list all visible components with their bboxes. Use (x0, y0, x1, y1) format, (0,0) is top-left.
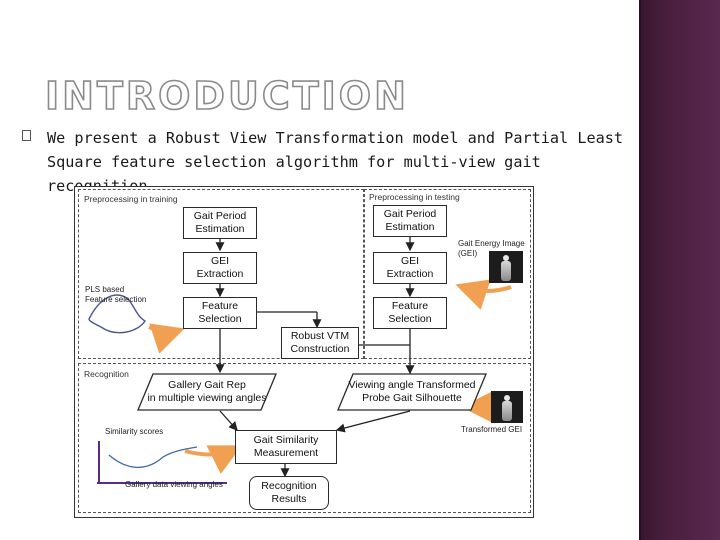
feature-selection-training: Feature Selection (183, 297, 257, 329)
sidebar-edge (639, 0, 641, 540)
gei-thumbnail-image (489, 251, 523, 283)
decorative-sidebar (641, 0, 720, 540)
transformed-gei-label: Transformed GEI (461, 425, 523, 434)
testing-region (364, 189, 531, 359)
training-region-label: Preprocessing in training (84, 194, 178, 204)
gait-period-estimation-testing: Gait Period Estimation (373, 205, 447, 237)
probe-gait-silhouette: Viewing angle Transformed Probe Gait Sil… (337, 373, 487, 411)
gei-image-label: Gait Energy Image (GEI) (458, 239, 525, 258)
gallery-gait-rep-label: Gallery Gait Rep in multiple viewing ang… (147, 379, 267, 404)
gallery-viewing-angles-label: Gallery data viewing angles (125, 480, 223, 489)
transformed-gei-thumbnail-image (491, 391, 523, 423)
similarity-scores-label: Similarity scores (105, 427, 164, 436)
pls-curve-icon (88, 294, 146, 334)
gallery-gait-rep: Gallery Gait Rep in multiple viewing ang… (137, 373, 277, 411)
gait-period-estimation-training: Gait Period Estimation (183, 207, 257, 239)
flow-arrows (88, 237, 512, 484)
robust-vtm-construction: Robust VTM Construction (281, 327, 359, 359)
pls-feature-selection-label: PLS based Feature selection (85, 285, 147, 304)
bullet-square-icon (22, 130, 31, 141)
recognition-region (78, 363, 531, 513)
recognition-results: Recognition Results (249, 476, 329, 510)
gait-similarity-measurement: Gait Similarity Measurement (235, 430, 337, 464)
probe-gait-silhouette-label: Viewing angle Transformed Probe Gait Sil… (348, 379, 476, 404)
recognition-region-label: Recognition (84, 369, 129, 379)
gei-extraction-training: GEI Extraction (183, 252, 257, 284)
gait-recognition-diagram: Preprocessing in training Preprocessing … (74, 186, 534, 518)
bullet-text: We present a Robust View Transformation … (47, 129, 624, 195)
training-region (78, 189, 364, 359)
gei-extraction-testing: GEI Extraction (373, 252, 447, 284)
testing-region-label: Preprocessing in testing (369, 192, 460, 202)
slide-title: INTRODUCTION (44, 73, 409, 119)
feature-selection-testing: Feature Selection (373, 297, 447, 329)
